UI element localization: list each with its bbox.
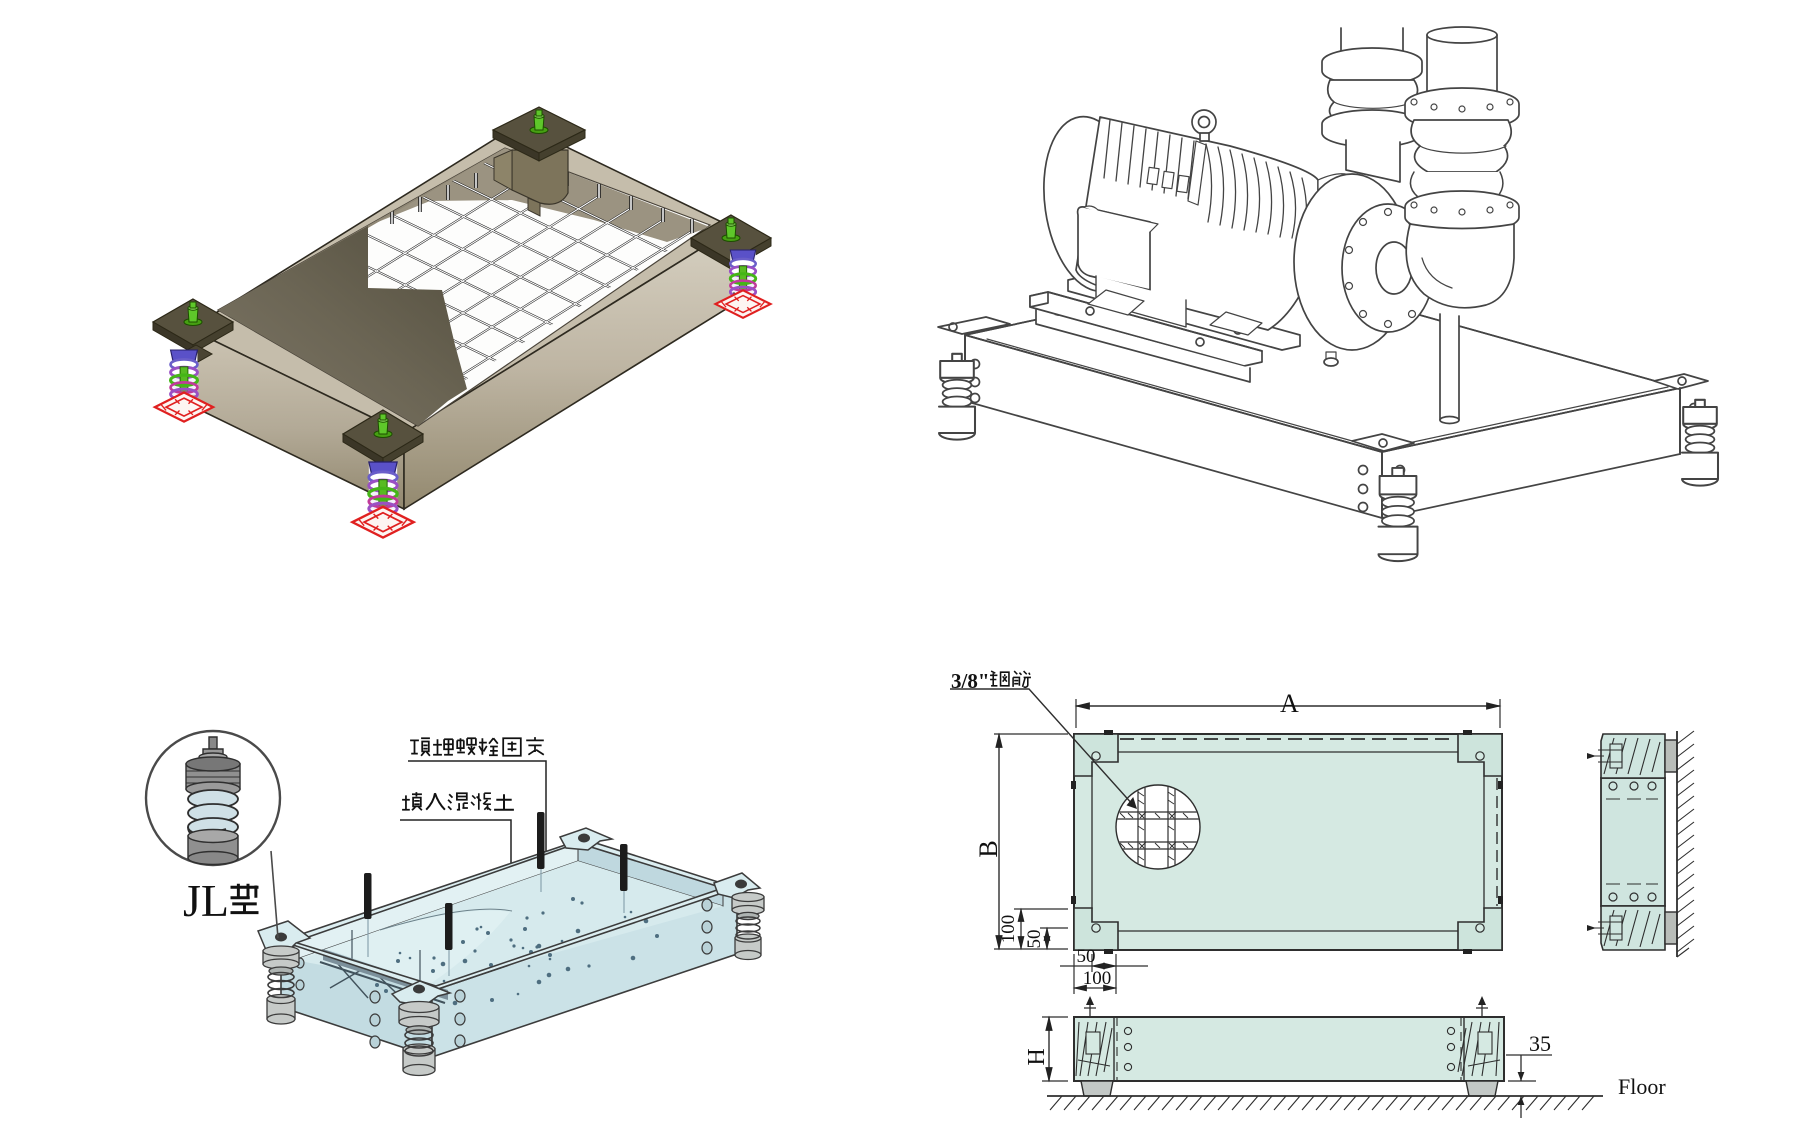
- svg-text:100: 100: [1083, 968, 1112, 989]
- svg-text:JL: JL: [183, 875, 229, 926]
- svg-text:35: 35: [1529, 1031, 1551, 1056]
- svg-text:B: B: [974, 840, 1003, 857]
- svg-text:A: A: [1280, 689, 1299, 718]
- svg-text:3/8": 3/8": [951, 669, 990, 693]
- svg-text:50: 50: [1077, 946, 1096, 967]
- svg-text:H: H: [1024, 1048, 1050, 1065]
- svg-text:50: 50: [1024, 930, 1045, 949]
- svg-text:100: 100: [998, 915, 1019, 944]
- svg-text:Floor: Floor: [1618, 1074, 1666, 1099]
